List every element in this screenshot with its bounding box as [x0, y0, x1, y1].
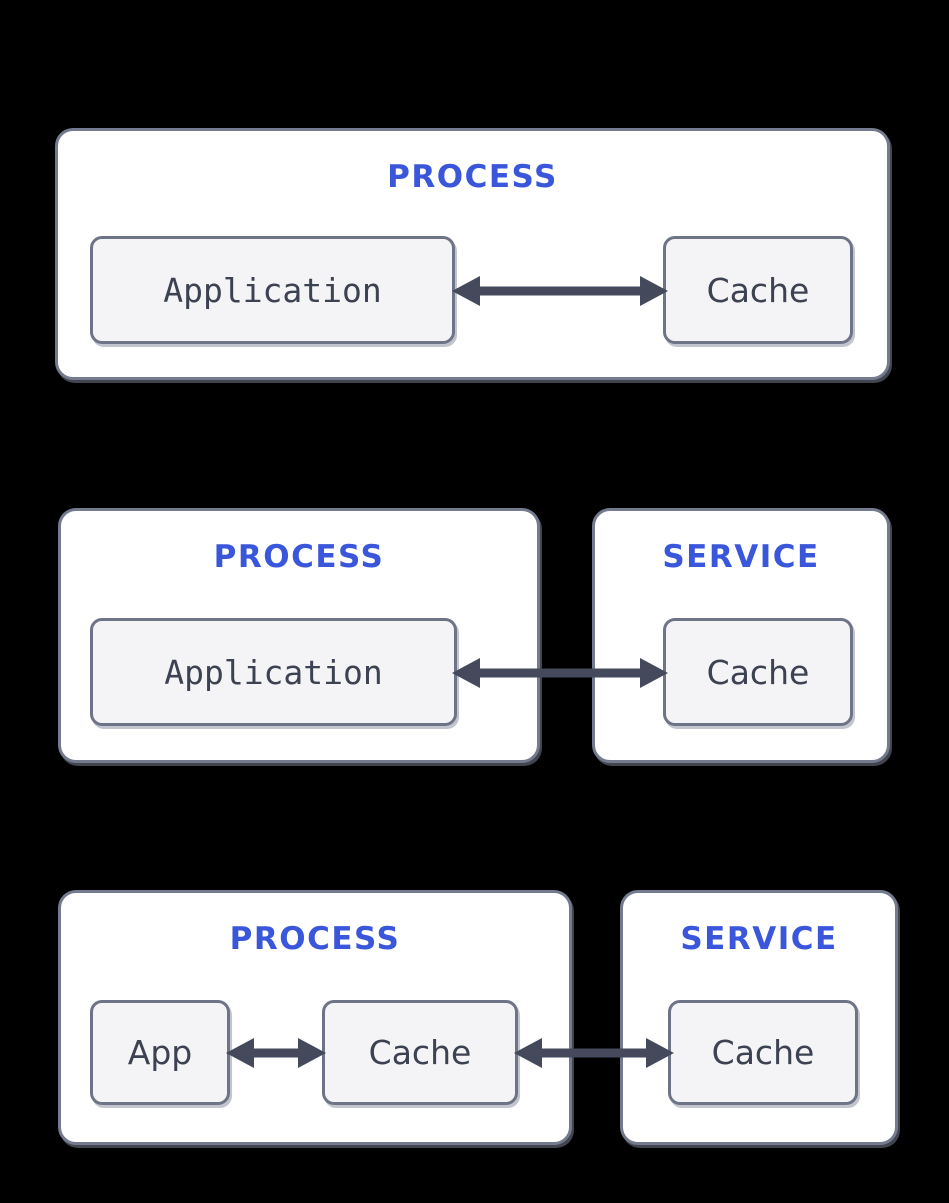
zone-title-service-2: SERVICE — [662, 539, 820, 575]
node-label-application-1: Application — [163, 270, 382, 310]
node-label-cache-1: Cache — [706, 270, 810, 310]
node-remote-cache-3: Cache — [668, 1000, 858, 1105]
arrow-local-cache-remote-cache-3 — [512, 1034, 676, 1072]
node-label-app-3: App — [127, 1033, 193, 1072]
node-cache-2: Cache — [663, 618, 853, 726]
arrow-app-local-cache-3 — [224, 1034, 328, 1072]
node-application-1: Application — [90, 236, 455, 344]
node-label-remote-cache-3: Cache — [711, 1033, 815, 1072]
node-label-cache-2: Cache — [706, 652, 810, 692]
zone-title-process-2: PROCESS — [213, 539, 385, 575]
node-local-cache-3: Cache — [322, 1000, 518, 1105]
arrow-application-cache-2 — [450, 654, 670, 692]
zone-title-service-3: SERVICE — [680, 921, 838, 957]
node-app-3: App — [90, 1000, 230, 1105]
node-label-local-cache-3: Cache — [368, 1033, 472, 1072]
node-application-2: Application — [90, 618, 457, 726]
zone-title-process-1: PROCESS — [387, 159, 558, 195]
node-label-application-2: Application — [164, 652, 383, 692]
node-cache-1: Cache — [663, 236, 853, 344]
arrow-application-cache-1 — [450, 272, 670, 310]
zone-title-process-3: PROCESS — [229, 921, 401, 957]
